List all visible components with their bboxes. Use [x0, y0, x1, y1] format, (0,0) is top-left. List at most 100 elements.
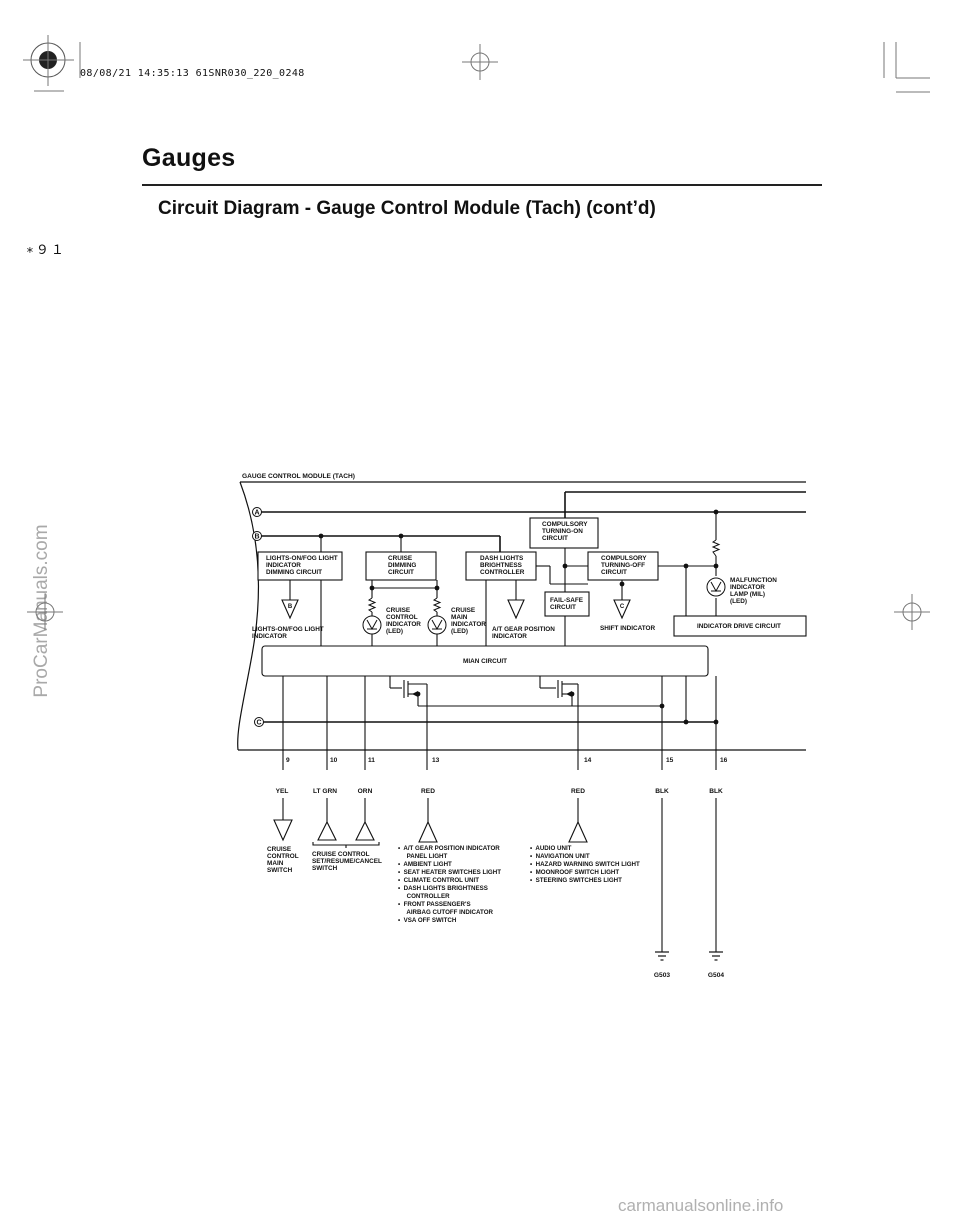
cruise-dimming-label-2: DIMMING	[388, 562, 416, 569]
lights-on-indicator-label-1: LIGHTS-ON/FOG LIGHT	[252, 626, 324, 633]
pin-10: 10	[330, 757, 338, 764]
wire-13: RED	[421, 788, 435, 795]
resistors	[367, 539, 721, 613]
pin13-item: • CLIMATE CONTROL UNIT	[398, 877, 479, 884]
pin13-item: • AMBIENT LIGHT	[398, 861, 452, 868]
mil-label-3: LAMP (MIL)	[730, 591, 765, 598]
bus-a-label: A	[254, 510, 259, 517]
mil-label-2: INDICATOR	[730, 584, 765, 591]
cruise-main-indicator-label-3: INDICATOR	[451, 621, 486, 628]
pin13-item: PANEL LIGHT	[398, 853, 447, 860]
device-labels: CRUISE CONTROL MAIN SWITCH CRUISE CONTRO…	[267, 846, 382, 874]
pin13-item: • SEAT HEATER SWITCHES LIGHT	[398, 869, 501, 876]
cruise-set-switch-label-2: SET/RESUME/CANCEL	[312, 858, 382, 865]
wire-color-labels: YEL LT GRN ORN RED RED BLK BLK	[276, 788, 723, 795]
ground-g504: G504	[708, 972, 724, 979]
turning-off-label-2: TURNING-OFF	[601, 562, 645, 569]
lights-dimming-label-3: DIMMING CIRCUIT	[266, 569, 322, 576]
pin-13: 13	[432, 757, 440, 764]
dash-controller-label-1: DASH LIGHTS	[480, 555, 524, 562]
pin-9: 9	[286, 757, 290, 764]
main-circuit-label: MIAN CIRCUIT	[463, 658, 507, 665]
pin13-item: • FRONT PASSENGER'S	[398, 901, 471, 908]
cruise-main-switch-label-4: SWITCH	[267, 867, 293, 874]
wire-14: RED	[571, 788, 585, 795]
turning-on-label-1: COMPULSORY	[542, 521, 588, 528]
section-title: Circuit Diagram - Gauge Control Module (…	[158, 198, 656, 219]
triangle-tag-b: B	[288, 604, 293, 610]
cruise-main-switch-label-3: MAIN	[267, 860, 284, 867]
pin13-item: • A/T GEAR POSITION INDICATOR	[398, 845, 500, 852]
module-label: GAUGE CONTROL MODULE (TACH)	[242, 473, 355, 480]
pin14-item: • HAZARD WARNING SWITCH LIGHT	[530, 861, 640, 868]
cruise-control-indicator-label-1: CRUISE	[386, 607, 411, 614]
page-title: Gauges	[142, 144, 236, 172]
dash-controller-label-3: CONTROLLER	[480, 569, 525, 576]
wire-16: BLK	[709, 788, 723, 795]
pin-15: 15	[666, 757, 674, 764]
triangle-tag-c: C	[620, 604, 625, 610]
ground-g503: G503	[654, 972, 670, 979]
pin13-item: AIRBAG CUTOFF INDICATOR	[398, 909, 494, 916]
external-wires	[282, 798, 717, 952]
cruise-set-switch-label-3: SWITCH	[312, 865, 338, 872]
cruise-set-switch-label-1: CRUISE CONTROL	[312, 851, 370, 858]
pin13-device-list: • A/T GEAR POSITION INDICATOR PANEL LIGH…	[398, 845, 501, 924]
bus-markers: A B C	[252, 507, 264, 727]
cruise-control-indicator-label-2: CONTROL	[386, 614, 418, 621]
margin-note: ∗９１	[26, 243, 66, 258]
internal-boxes	[257, 517, 807, 677]
pin-11: 11	[368, 757, 375, 764]
turning-on-label-2: TURNING-ON	[542, 528, 583, 535]
mil-label-1: MALFUNCTION	[730, 577, 777, 584]
bus-c-label: C	[256, 720, 261, 727]
registration-marks	[23, 35, 930, 630]
title-rule	[142, 184, 822, 186]
pin-14: 14	[584, 757, 592, 764]
print-stamp: 08/08/21 14:35:13 61SNR030_220_0248	[80, 68, 305, 79]
pin13-item: • VSA OFF SWITCH	[398, 917, 457, 924]
bus-b-label: B	[254, 534, 259, 541]
mil-label-4: (LED)	[730, 598, 747, 605]
fail-safe-label-2: CIRCUIT	[550, 604, 576, 611]
turning-on-label-3: CIRCUIT	[542, 535, 568, 542]
cruise-main-switch-label-1: CRUISE	[267, 846, 292, 853]
fail-safe-label-1: FAIL-SAFE	[550, 597, 584, 604]
cruise-main-switch-label-2: CONTROL	[267, 853, 299, 860]
pin14-item: • STEERING SWITCHES LIGHT	[530, 877, 622, 884]
indicator-triangles	[281, 599, 631, 620]
wire-9: YEL	[276, 788, 289, 795]
indicator-labels: LIGHTS-ON/FOG LIGHT INDICATOR CRUISE CON…	[252, 577, 777, 640]
at-gear-indicator-label-2: INDICATOR	[492, 633, 527, 640]
lights-dimming-label-1: LIGHTS-ON/FOG LIGHT	[266, 555, 338, 562]
turning-off-label-3: CIRCUIT	[601, 569, 627, 576]
module-outline	[237, 481, 806, 751]
pin14-item: • MOONROOF SWITCH LIGHT	[530, 869, 619, 876]
at-gear-indicator-label-1: A/T GEAR POSITION	[492, 626, 555, 633]
cruise-dimming-label-1: CRUISE	[388, 555, 413, 562]
transistor-arrows	[412, 691, 572, 697]
shift-indicator-label: SHIFT INDICATOR	[600, 625, 656, 632]
pin14-device-list: • AUDIO UNIT • NAVIGATION UNIT • HAZARD …	[530, 845, 640, 884]
pin-16: 16	[720, 757, 728, 764]
pin13-item: CONTROLLER	[398, 893, 450, 900]
wire-10: LT GRN	[313, 788, 337, 795]
lights-dimming-label-2: INDICATOR	[266, 562, 301, 569]
cruise-main-indicator-label-4: (LED)	[451, 628, 468, 635]
cruise-main-indicator-label-1: CRUISE	[451, 607, 476, 614]
foot-watermark: carmanualsonline.info	[618, 1196, 784, 1215]
ground-symbols	[655, 951, 723, 961]
junction-dots	[318, 509, 719, 725]
cruise-control-indicator-label-4: (LED)	[386, 628, 403, 635]
external-device-triangles	[273, 819, 588, 843]
cruise-main-indicator-label-2: MAIN	[451, 614, 468, 621]
box-labels: LIGHTS-ON/FOG LIGHT INDICATOR DIMMING CI…	[266, 521, 781, 665]
wire-15: BLK	[655, 788, 669, 795]
cruise-control-indicator-label-3: INDICATOR	[386, 621, 421, 628]
pin14-item: • AUDIO UNIT	[530, 845, 572, 852]
wire-11: ORN	[358, 788, 373, 795]
cruise-dimming-label-3: CIRCUIT	[388, 569, 414, 576]
led-glyphs	[366, 581, 722, 631]
pin13-item: • DASH LIGHTS BRIGHTNESS	[398, 885, 488, 892]
